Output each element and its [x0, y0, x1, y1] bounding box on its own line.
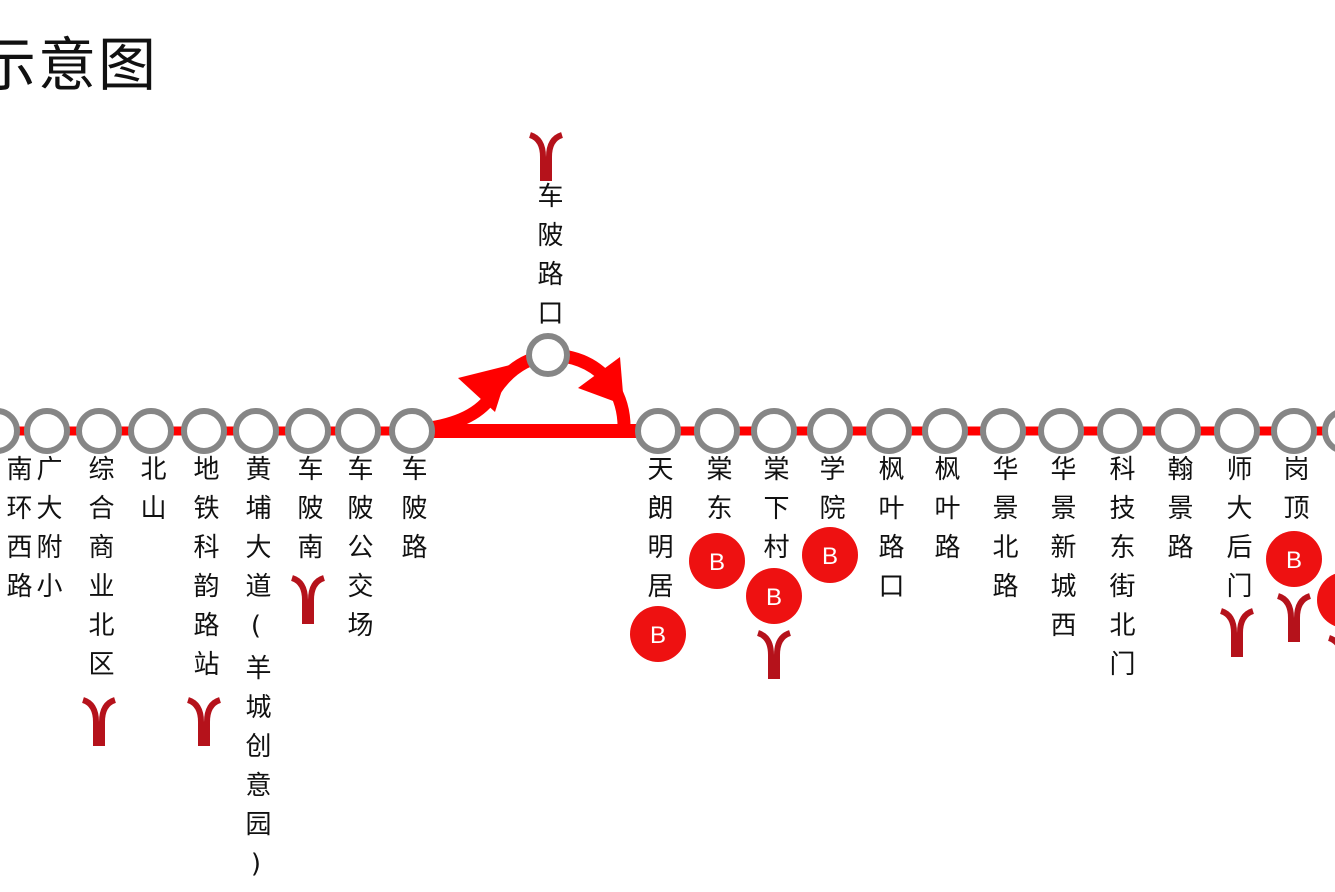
station-label: 枫叶路	[930, 455, 960, 572]
station-marker	[1155, 408, 1201, 454]
station-label: 棠下村	[759, 455, 789, 572]
station-label: 棠东	[702, 455, 732, 533]
metro-icon	[290, 575, 326, 624]
station-marker	[635, 408, 681, 454]
bus-badge-label: B	[766, 584, 782, 611]
station-label: 翰景路	[1163, 455, 1193, 572]
station-label: 北山	[136, 455, 166, 533]
metro-icon	[186, 697, 222, 746]
metro-icon	[1276, 593, 1312, 642]
station-label: 华景北路	[988, 455, 1018, 611]
station-label: 广大附小	[32, 455, 62, 611]
station-marker	[24, 408, 70, 454]
station-marker	[980, 408, 1026, 454]
bus-badge-icon	[1266, 531, 1322, 587]
station-label: 科技东街北门	[1105, 455, 1135, 689]
station-label: 学院	[815, 455, 845, 533]
station-label: 车陂公交场	[343, 455, 373, 650]
station-label: 综合商业北区	[84, 455, 114, 689]
station-marker	[128, 408, 174, 454]
station-label: 南环西路	[2, 455, 32, 611]
station-label: 黄埔大道(羊城创意园)	[241, 455, 271, 892]
station-marker	[807, 408, 853, 454]
station-label-loop: 车陂路口	[533, 182, 563, 338]
station-marker	[1214, 408, 1260, 454]
station-marker	[233, 408, 279, 454]
station-marker	[866, 408, 912, 454]
bus-badge-icon	[689, 533, 745, 589]
station-label: 车陂路	[397, 455, 427, 572]
station-marker	[1038, 408, 1084, 454]
station-label: 岗顶	[1279, 455, 1309, 533]
station-marker	[1322, 410, 1335, 452]
bus-badge-label: B	[709, 549, 725, 576]
station-marker	[76, 408, 122, 454]
metro-icon	[1327, 635, 1335, 646]
station-label: 地铁科韵路站	[189, 455, 219, 689]
station-marker	[694, 408, 740, 454]
metro-icon	[1219, 608, 1255, 657]
metro-icon	[81, 697, 117, 746]
arrow-head-down-icon	[578, 357, 624, 405]
station-marker	[181, 408, 227, 454]
arrow-head-up-icon	[458, 365, 510, 412]
bus-badge-icon	[630, 606, 686, 662]
station-marker	[389, 408, 435, 454]
bus-badge-label: B	[650, 622, 666, 649]
station-marker-loop	[526, 333, 570, 377]
station-marker	[1097, 408, 1143, 454]
metro-icon	[756, 630, 792, 679]
metro-icon	[528, 132, 564, 181]
station-label: 车陂南	[293, 455, 323, 572]
bus-badge-icon	[1317, 573, 1335, 627]
station-marker	[1271, 408, 1317, 454]
station-label: 华景新城西	[1046, 455, 1076, 650]
bus-badge-icon	[802, 527, 858, 583]
map-title: 示意图	[0, 31, 159, 99]
route-diagram: BBBBBB	[0, 132, 1335, 746]
station-marker	[0, 408, 20, 454]
station-label: 师大后门	[1222, 455, 1252, 611]
station-marker	[285, 408, 331, 454]
station-label: 枫叶路口	[874, 455, 904, 611]
bus-badge-label: B	[1286, 547, 1302, 574]
bus-badge-label: B	[822, 543, 838, 570]
station-label: 天朗明居	[643, 455, 673, 611]
station-marker	[335, 408, 381, 454]
bus-badge-icon	[746, 568, 802, 624]
station-marker	[751, 408, 797, 454]
station-marker	[922, 408, 968, 454]
